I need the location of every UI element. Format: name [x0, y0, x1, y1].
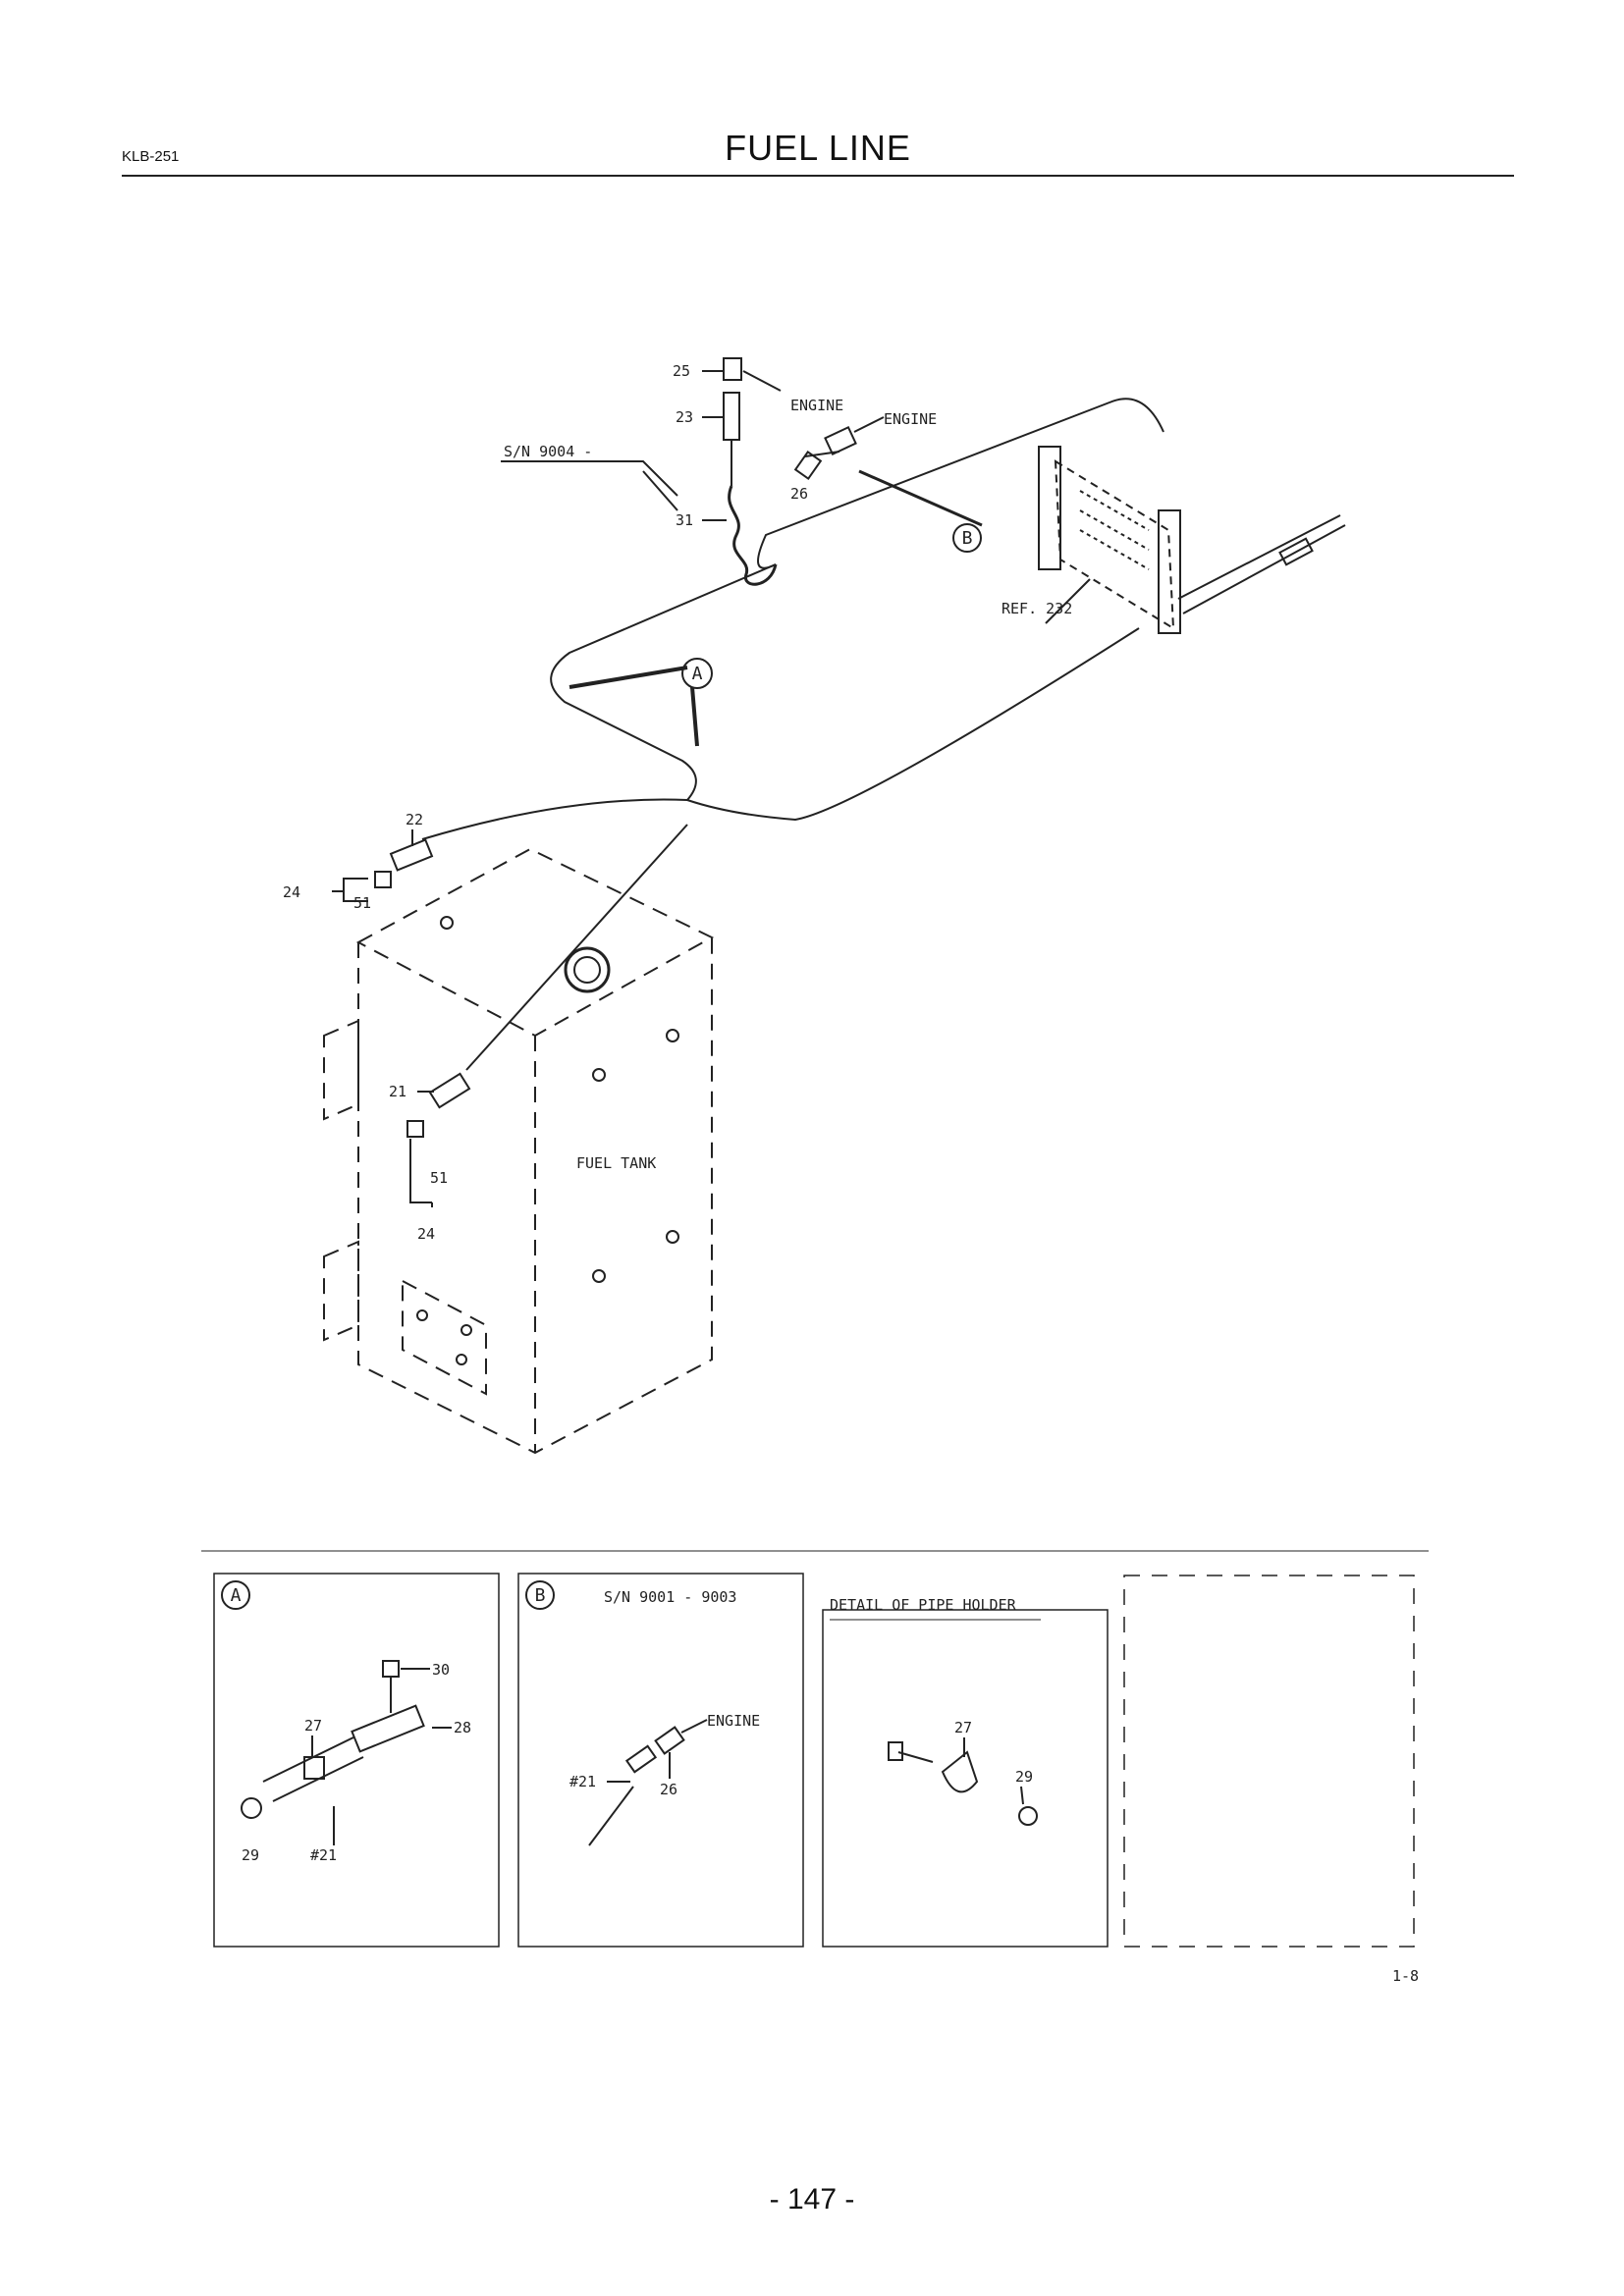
- detail-b-callout-26: 26: [660, 1781, 677, 1798]
- detail-a-callout-30: 30: [432, 1661, 450, 1679]
- detail-b-letter: B: [535, 1585, 546, 1606]
- detail-empty-frame: [1123, 1575, 1415, 1948]
- callout-51: 51: [430, 1169, 448, 1187]
- detail-a-callout-27: 27: [304, 1717, 322, 1735]
- figure-code: 1-8: [1392, 1967, 1419, 1985]
- engine-label: ENGINE: [790, 397, 843, 414]
- fuel-hose-main: [757, 398, 1164, 569]
- callout-25: 25: [673, 362, 690, 380]
- fuel-tank-label: FUEL TANK: [576, 1154, 656, 1172]
- detail-c-callout-29: 29: [1015, 1768, 1033, 1786]
- view-b-letter: B: [962, 528, 973, 549]
- tank-filler-cap: [564, 946, 611, 993]
- reference-label: REF. 232: [1001, 600, 1072, 617]
- callout-22: 22: [406, 811, 423, 828]
- view-a-marker: [681, 658, 713, 689]
- detail-a-callout-28: 28: [454, 1719, 471, 1736]
- detail-c-callout-27: 27: [954, 1719, 972, 1736]
- callout-26: 26: [790, 485, 808, 503]
- fuel-tank-body: [323, 847, 715, 1455]
- page-title: FUEL LINE: [725, 128, 911, 168]
- callout-21: 21: [389, 1083, 406, 1100]
- fuel-hose-loop: [550, 563, 1140, 822]
- detail-b-callout-21: #21: [569, 1773, 596, 1790]
- view-b-marker: [952, 523, 982, 553]
- coiled-hose: [728, 485, 778, 586]
- fitting-25: [723, 357, 742, 381]
- page-header: KLB-251 FUEL LINE: [122, 124, 1514, 177]
- detail-c-title: DETAIL OF PIPE HOLDER: [830, 1596, 1017, 1614]
- fitting-26: [824, 426, 857, 455]
- detail-a-letter-circle: [221, 1580, 250, 1610]
- detail-a-frame: [213, 1573, 500, 1948]
- serial-range-label: S/N 9004 -: [504, 443, 592, 460]
- fuel-hose-return: [465, 824, 688, 1071]
- callout-24: 24: [417, 1225, 435, 1243]
- detail-b-engine-label: ENGINE: [707, 1712, 760, 1730]
- fitting-21: [428, 1072, 471, 1109]
- detail-a-callout-29: 29: [242, 1846, 259, 1864]
- detail-b-drawing: [588, 1719, 708, 1846]
- callout-31: 31: [676, 511, 693, 529]
- tank-bolts: [416, 916, 679, 1365]
- detail-a-letter: A: [231, 1585, 242, 1606]
- fitting-23: [723, 392, 740, 441]
- callout-24: 24: [283, 883, 300, 901]
- fuel-hose-supply: [421, 798, 688, 840]
- detail-b-frame: [517, 1573, 804, 1948]
- detail-c-frame: [822, 1609, 1109, 1948]
- detail-c-drawing: [830, 1619, 1041, 1826]
- detail-a-callout-21: #21: [310, 1846, 337, 1864]
- detail-b-serial-label: S/N 9001 - 9003: [604, 1588, 736, 1606]
- engine-label: ENGINE: [884, 410, 937, 428]
- callout-23: 23: [676, 408, 693, 426]
- view-a-letter: A: [692, 664, 703, 684]
- radiator-assembly: [1038, 446, 1346, 634]
- detail-a-drawing: [241, 1660, 452, 1845]
- callout-51: 51: [353, 894, 371, 912]
- document-code: KLB-251: [122, 148, 180, 165]
- fitting-22: [389, 838, 434, 872]
- page-number: - 147 -: [769, 2183, 855, 2216]
- detail-b-letter-circle: [525, 1580, 555, 1610]
